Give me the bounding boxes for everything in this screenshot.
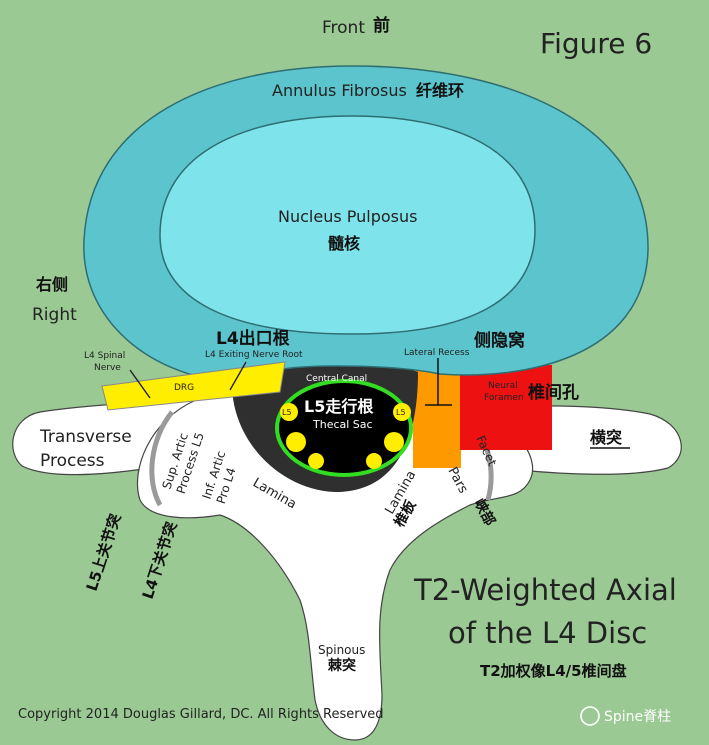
lateral-recess-cn-label: 侧隐窝 bbox=[474, 330, 525, 351]
thecal-sac-label: Thecal Sac bbox=[312, 418, 373, 431]
l5-right-label: L5 bbox=[396, 408, 406, 417]
right-label: Right bbox=[32, 305, 77, 325]
right-facet-joint bbox=[149, 410, 174, 507]
exiting-root-cn-label: L4出口根 bbox=[216, 328, 290, 349]
watermark: Spine脊柱 bbox=[580, 706, 671, 726]
lateral-recess-label: Lateral Recess bbox=[404, 348, 470, 358]
title-line-1: T2-Weighted Axial bbox=[413, 573, 677, 607]
lateral-recess-region bbox=[413, 368, 461, 468]
l5-nerve-rootlets bbox=[280, 403, 411, 469]
front-label: Front bbox=[322, 18, 365, 38]
l4-nerve-pointers bbox=[129, 361, 247, 399]
thecal-sac bbox=[275, 379, 413, 477]
sup-facet-cn-label: L5上关节突 bbox=[83, 512, 125, 594]
nucleus-cn-label: 髓核 bbox=[328, 234, 360, 253]
annulus-label: Annulus Fibrosus bbox=[272, 81, 407, 100]
front-cn-label: 前 bbox=[373, 15, 390, 36]
spinous-label: Spinous bbox=[318, 643, 365, 657]
figure-label: Figure 6 bbox=[540, 27, 652, 60]
l5-left-label: L5 bbox=[282, 408, 292, 417]
exiting-root-label: L4 Exiting Nerve Root bbox=[205, 350, 303, 360]
lamina-spinous-process bbox=[136, 394, 534, 741]
transverse-cn-label: 横突 bbox=[590, 428, 622, 447]
annulus-cn-label: 纤维环 bbox=[416, 81, 464, 100]
inf-facet-cn-label: L4下关节突 bbox=[139, 520, 181, 602]
right-cn-label: 右侧 bbox=[36, 275, 68, 294]
pars-cn-label: 峡部 bbox=[470, 496, 498, 529]
l4-spinal-nerve-label-2: Nerve bbox=[94, 363, 121, 373]
neural-foramen-label-1: Neural bbox=[488, 381, 518, 391]
foramen-cn-label: 椎间孔 bbox=[527, 382, 579, 403]
neural-foramen-label-2: Foramen bbox=[484, 393, 524, 403]
copyright-text: Copyright 2014 Douglas Gillard, DC. All … bbox=[18, 707, 384, 722]
title-cn-label: T2加权像L4/5椎间盘 bbox=[480, 662, 627, 680]
drg-label: DRG bbox=[174, 383, 194, 393]
l4-spinal-nerve-label-1: L4 Spinal bbox=[84, 351, 125, 361]
central-canal-label: Central Canal bbox=[306, 374, 367, 384]
transverse-label-1: Transverse bbox=[39, 427, 132, 447]
transverse-label-2: Process bbox=[40, 451, 105, 471]
nucleus-label: Nucleus Pulposus bbox=[278, 207, 417, 226]
watermark-text: Spine脊柱 bbox=[604, 709, 671, 725]
spinous-cn-label: 棘突 bbox=[328, 657, 356, 674]
traversing-root-cn-label: L5走行根 bbox=[304, 397, 373, 416]
title-line-2: of the L4 Disc bbox=[448, 616, 647, 650]
nucleus-pulposus bbox=[159, 115, 536, 335]
wechat-icon bbox=[580, 706, 600, 726]
neural-foramen-region bbox=[460, 365, 552, 450]
